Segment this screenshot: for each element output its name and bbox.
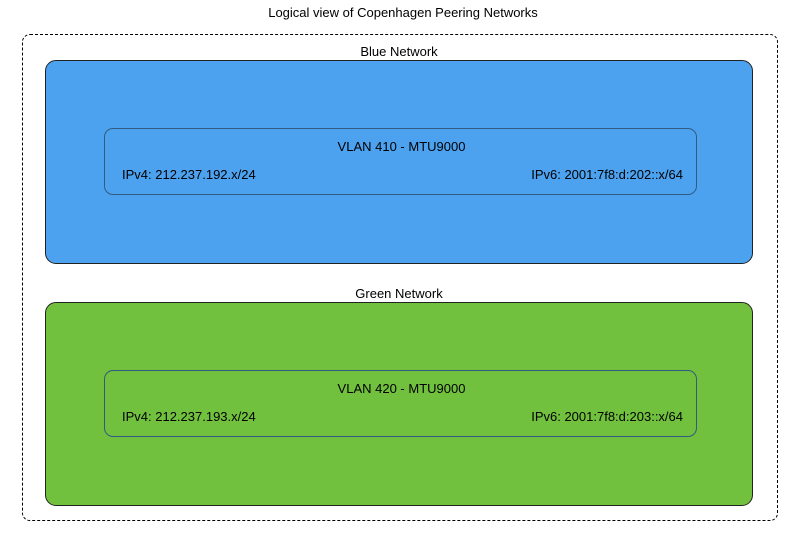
network-box-green: VLAN 420 - MTU9000 IPv4: 212.237.193.x/2… (45, 302, 753, 506)
network-label-green: Green Network (355, 286, 443, 301)
vlan-box-410: VLAN 410 - MTU9000 IPv4: 212.237.192.x/2… (104, 128, 697, 195)
outer-network-boundary (22, 34, 778, 521)
vlan-ipv6-410: IPv6: 2001:7f8:d:202::x/64 (531, 167, 683, 182)
vlan-ipv4-410: IPv4: 212.237.192.x/24 (122, 167, 256, 182)
network-label-blue: Blue Network (360, 44, 438, 59)
page-title: Logical view of Copenhagen Peering Netwo… (268, 5, 538, 20)
vlan-title-420: VLAN 420 - MTU9000 (337, 381, 466, 396)
vlan-title-410: VLAN 410 - MTU9000 (337, 139, 466, 154)
network-box-blue: VLAN 410 - MTU9000 IPv4: 212.237.192.x/2… (45, 60, 753, 264)
vlan-box-420: VLAN 420 - MTU9000 IPv4: 212.237.193.x/2… (104, 370, 697, 437)
vlan-ipv4-420: IPv4: 212.237.193.x/24 (122, 409, 256, 424)
vlan-ipv6-420: IPv6: 2001:7f8:d:203::x/64 (531, 409, 683, 424)
